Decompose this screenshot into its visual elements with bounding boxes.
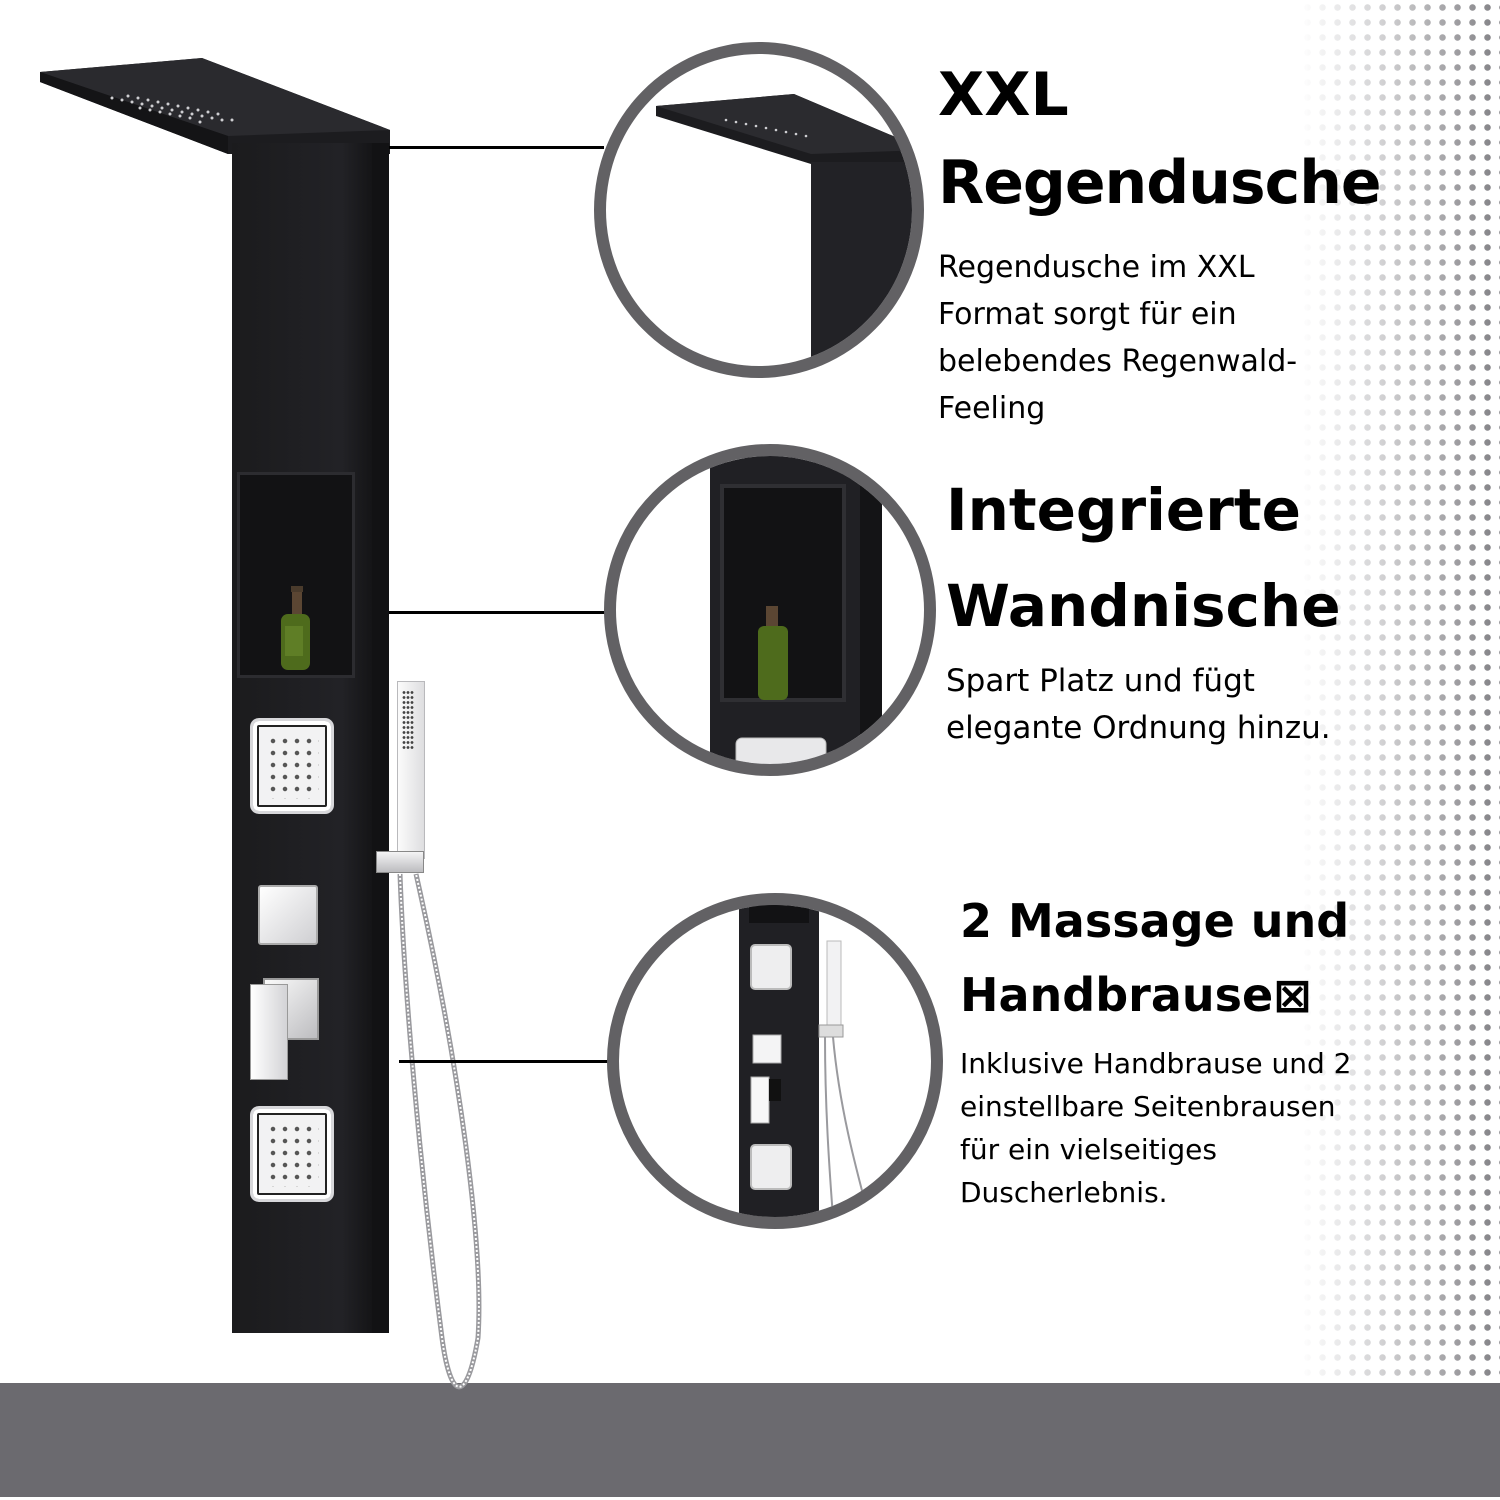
mixer-lever: [250, 984, 288, 1080]
massage-jet-upper: [250, 718, 334, 814]
rain-shower-detail: [656, 94, 912, 366]
feature-description: Regendusche im XXL Format sorgt für ein …: [938, 244, 1297, 432]
hand-shower-nozzles: [402, 690, 414, 750]
wall-niche-detail: [710, 456, 882, 764]
description-line: einstellbare Seitenbrausen: [960, 1090, 1336, 1123]
feature-title-line2: Handbrause⊠: [960, 968, 1312, 1022]
shower-hose: [397, 873, 482, 1390]
hand-shower: [397, 681, 425, 859]
feature-title-line2: Regendusche: [938, 148, 1382, 218]
zoom-circle-rain-shower: [594, 42, 924, 378]
description-line: Feeling: [938, 391, 1046, 426]
zoom-circle-wall-niche: [604, 444, 936, 776]
wall-niche: [237, 472, 355, 678]
rain-shower-head: [40, 58, 390, 154]
description-line: Inklusive Handbrause und 2: [960, 1047, 1352, 1080]
description-line: Duscherlebnis.: [960, 1176, 1168, 1209]
feature-title-line2: Wandnische: [946, 572, 1341, 640]
feature-title-line1: 2 Massage und: [960, 894, 1350, 948]
hand-shower-holder: [376, 851, 424, 873]
jet-nozzles: [265, 733, 319, 799]
description-line: Format sorgt für ein: [938, 297, 1237, 332]
description-line: elegante Ordnung hinzu.: [946, 710, 1331, 746]
halftone-dot-pattern: [1300, 0, 1500, 1383]
zoom-circle-massage-handshower: [607, 893, 943, 1229]
callout-line-3: [399, 1060, 609, 1063]
feature-description: Inklusive Handbrause und 2 einstellbare …: [960, 1042, 1351, 1214]
feature-title-line1: XXL: [938, 60, 1069, 130]
description-line: Regendusche im XXL: [938, 250, 1255, 285]
feature-description: Spart Platz und fügt elegante Ordnung hi…: [946, 658, 1331, 752]
callout-line-2: [389, 611, 609, 614]
description-line: für ein vielseitiges: [960, 1133, 1217, 1166]
panel-column-side: [372, 143, 389, 1333]
bottle-icon: [281, 586, 310, 670]
massage-handshower-detail: [739, 905, 870, 1217]
massage-jet-lower: [250, 1106, 334, 1202]
feature-title-line1: Integrierte: [946, 476, 1301, 544]
floor-band: [0, 1383, 1500, 1497]
description-line: belebendes Regenwald-: [938, 344, 1298, 379]
jet-nozzles: [265, 1121, 319, 1187]
description-line: Spart Platz und fügt: [946, 663, 1255, 699]
callout-line-1: [389, 146, 604, 149]
diverter-knob: [258, 885, 318, 945]
